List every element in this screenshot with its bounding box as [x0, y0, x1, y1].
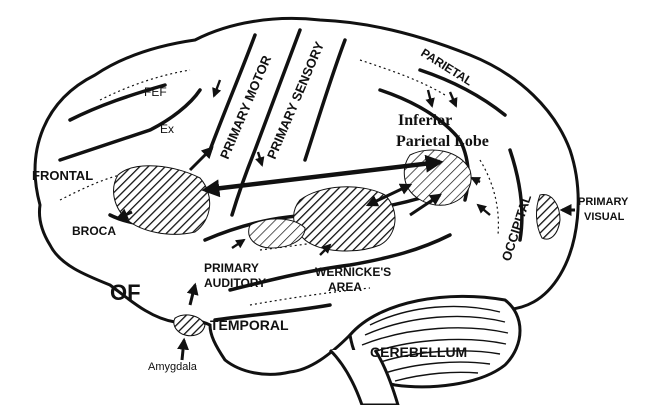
label-fef: FEF [144, 85, 167, 99]
label-inferior-parietal-1: Inferior [398, 112, 452, 129]
label-primary-visual-2: VISUAL [584, 211, 625, 223]
label-of: OF [110, 280, 141, 305]
brainstem [328, 348, 400, 405]
visual-region [536, 194, 561, 240]
label-temporal: TEMPORAL [210, 317, 289, 333]
label-primary-visual-1: PRIMARY [578, 196, 629, 208]
label-wernicke-2: AREA [328, 280, 362, 294]
auditory-region [248, 218, 306, 249]
label-amygdala: Amygdala [148, 361, 198, 373]
label-inferior-parietal-2: Parietal Lobe [396, 133, 489, 150]
arcuate-arrow [201, 154, 444, 198]
label-frontal: FRONTAL [32, 168, 93, 183]
pathway-arrows [115, 146, 575, 361]
label-broca: BROCA [72, 224, 116, 238]
wernicke-region [293, 186, 396, 252]
label-ex: Ex [160, 122, 174, 136]
label-primary-auditory-1: PRIMARY [204, 261, 259, 275]
label-cerebellum: CEREBELLUM [370, 344, 467, 360]
label-primary-auditory-2: AUDITORY [204, 276, 266, 290]
small-arrows [212, 79, 491, 256]
cerebellum-folia [361, 305, 509, 382]
label-wernicke-1: WERNICKE'S [315, 265, 391, 279]
amygdala-region [173, 314, 206, 337]
